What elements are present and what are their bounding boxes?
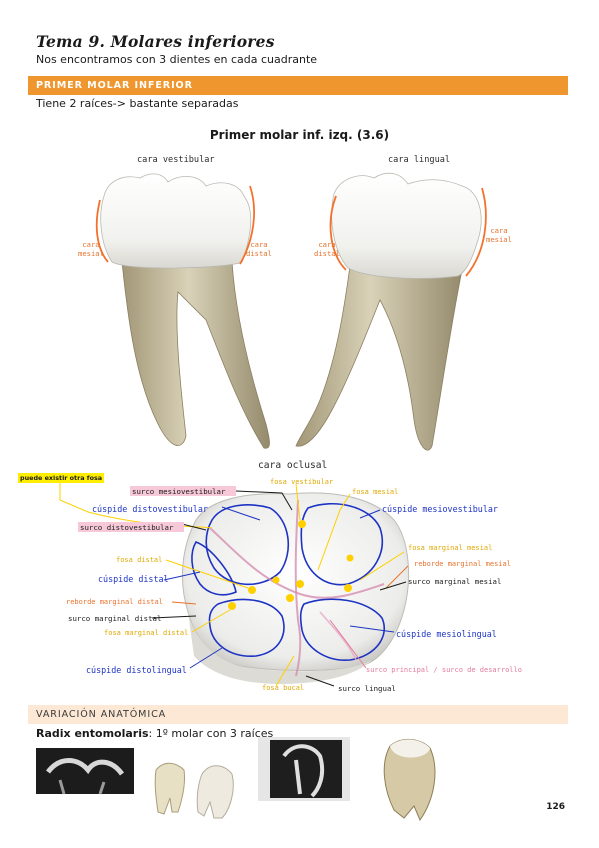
section-bar-primer-molar: PRIMER MOLAR INFERIOR xyxy=(28,76,568,95)
highlight-note: puede existir otra fosa xyxy=(18,473,105,483)
view-label-vestibular: cara vestibular xyxy=(137,155,215,165)
label-cuspide-mesiovestibular: cúspide mesiovestibular xyxy=(382,504,498,514)
radix-images xyxy=(36,737,436,822)
label-fosa-marginal-distal: fosa marginal distal xyxy=(104,629,189,637)
label-fosa-marginal-mesial: fosa marginal mesial xyxy=(408,544,493,552)
label-cuspide-distal: cúspide distal xyxy=(98,574,169,584)
label-reborde-marginal-mesial: reborde marginal mesial xyxy=(414,560,511,568)
label-cuspide-distolingual: cúspide distolingual xyxy=(86,665,187,675)
extracted-tooth-2 xyxy=(196,765,234,819)
label-cuspide-distovestibular: cúspide distovestibular xyxy=(92,504,208,514)
page-title: Tema 9. Molares inferiores xyxy=(36,32,275,51)
section-heading: PRIMER MOLAR INFERIOR xyxy=(36,80,193,91)
molar-lingual-drawing xyxy=(295,172,487,451)
section-heading-2: VARIACIÓN ANATÓMICA xyxy=(36,709,167,720)
view-label-lingual: cara lingual xyxy=(388,155,451,165)
label-cara-distal-right: cara distal xyxy=(314,240,340,258)
extracted-tooth-1 xyxy=(154,762,185,815)
label-fosa-distal: fosa distal xyxy=(116,556,163,564)
radix-term: Radix entomolaris xyxy=(36,727,149,740)
extracted-tooth-3 xyxy=(383,739,436,822)
page-subtitle: Nos encontramos con 3 dientes en cada cu… xyxy=(36,53,318,66)
molar-occlusal-drawing xyxy=(181,492,410,684)
radix-description: : 1º molar con 3 raíces xyxy=(148,727,274,740)
label-surco-lingual: surco lingual xyxy=(338,684,396,693)
label-fosa-vestibular: fosa vestibular xyxy=(270,478,334,486)
section-bar-variacion: VARIACIÓN ANATÓMICA xyxy=(28,705,568,724)
label-cara-distal-left: cara distal xyxy=(246,240,272,258)
label-surco-principal: surco principal / surco de desarrollo xyxy=(366,666,522,674)
label-surco-distovestibular: surco distovestibular xyxy=(80,523,174,532)
label-cara-mesial-left: cara mesial xyxy=(78,240,104,258)
label-highlight-mesiovestibular xyxy=(130,486,236,496)
label-reborde-marginal-distal: reborde marginal distal xyxy=(66,598,163,606)
molar-vestibular-drawing xyxy=(95,173,270,449)
label-surco-marginal-distal: surco marginal distal xyxy=(68,614,162,623)
label-highlight-distovestibular xyxy=(78,522,184,532)
view-label-oclusal: cara oclusal xyxy=(258,460,328,471)
page-number: 126 xyxy=(546,802,565,812)
label-fosa-mesial: fosa mesial xyxy=(352,488,399,496)
label-cara-mesial-right: cara mesial xyxy=(486,226,512,244)
section-text: Tiene 2 raíces-> bastante separadas xyxy=(36,97,239,110)
label-surco-mesiovestibular: surco mesiovestibular xyxy=(132,487,226,496)
figure-title: Primer molar inf. izq. (3.6) xyxy=(209,128,390,142)
label-surco-marginal-mesial: surco marginal mesial xyxy=(408,577,502,586)
label-cuspide-mesiolingual: cúspide mesiolingual xyxy=(396,629,497,639)
label-fosa-bucal: fosa bucal xyxy=(262,684,305,692)
radix-line: Radix entomolaris: 1º molar con 3 raíces xyxy=(36,727,273,740)
